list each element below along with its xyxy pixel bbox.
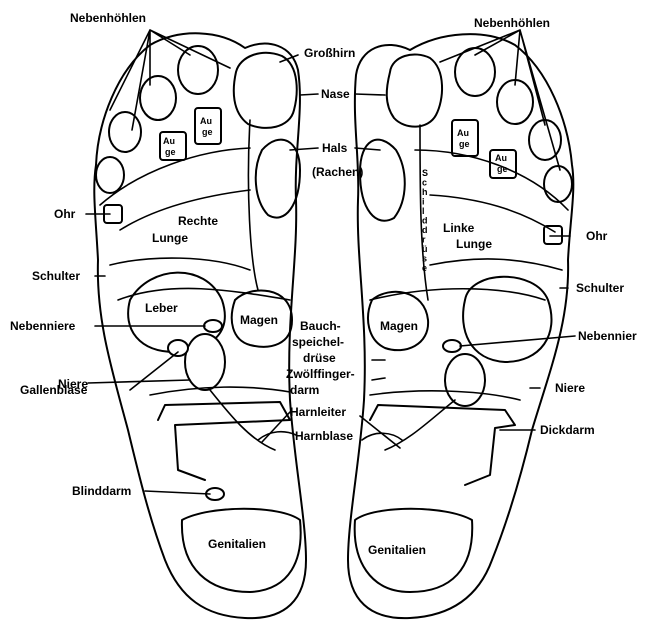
label-genitalien-left: Genitalien xyxy=(208,537,266,551)
thyroid-letter: d xyxy=(422,216,428,226)
thyroid-letter: ü xyxy=(422,244,428,254)
label-schilddruese: Schilddrüse xyxy=(422,168,428,273)
right-adrenal xyxy=(443,340,461,352)
right-lung-bottom xyxy=(430,259,562,270)
label-lunge-left: Lunge xyxy=(152,231,188,245)
label-rechte: Rechte xyxy=(178,214,218,228)
thyroid-letter: d xyxy=(422,225,428,235)
label-nebenniere-right: Nebennier xyxy=(578,329,637,343)
label-lunge-right: Lunge xyxy=(456,237,492,251)
label-genitalien-right: Genitalien xyxy=(368,543,426,557)
label-rachen: (Rachen) xyxy=(312,165,363,179)
label-nebenniere-left: Nebenniere xyxy=(10,319,76,333)
label-nase: Nase xyxy=(321,87,350,101)
label-auge-right-2: Au xyxy=(495,153,507,163)
label-leber: Leber xyxy=(145,301,178,315)
label-grosshirn: Großhirn xyxy=(304,46,355,60)
left-colon xyxy=(150,387,290,395)
label-druese: drüse xyxy=(303,351,336,365)
label-ohr-left: Ohr xyxy=(54,207,76,221)
right-neck-oval xyxy=(360,140,405,221)
left-neck-oval xyxy=(256,140,300,218)
thyroid-letter: h xyxy=(422,187,428,197)
thyroid-letter: s xyxy=(422,254,427,264)
label-speichel: speichel- xyxy=(292,335,344,349)
left-toe-4 xyxy=(109,112,141,152)
thyroid-letter: c xyxy=(422,178,427,188)
label-nebenhoehlen-right: Nebenhöhlen xyxy=(474,16,550,30)
label-auge-right-2b: ge xyxy=(497,164,508,174)
label-niere-right: Niere xyxy=(555,381,585,395)
label-harnleiter: Harnleiter xyxy=(290,405,346,419)
thyroid-letter: S xyxy=(422,168,428,178)
left-inner-column xyxy=(248,120,258,290)
thyroid-letter: e xyxy=(422,263,427,273)
label-darm: darm xyxy=(290,383,319,397)
left-lung-bottom xyxy=(110,258,250,270)
right-big-toe xyxy=(387,54,442,126)
label-bauch: Bauch- xyxy=(300,319,341,333)
right-kidney xyxy=(445,354,485,406)
left-kidney xyxy=(185,334,225,390)
label-magen-right: Magen xyxy=(380,319,418,333)
label-schulter-left: Schulter xyxy=(32,269,80,283)
thyroid-letter: r xyxy=(422,235,426,245)
label-dickdarm: Dickdarm xyxy=(540,423,595,437)
left-intestine-frame xyxy=(158,402,290,480)
label-auge-left-2b: ge xyxy=(202,127,213,137)
label-gallenblase: Gallenblase xyxy=(20,383,88,397)
labels: Nebenhöhlen Nebenhöhlen Großhirn Nase Ha… xyxy=(10,11,637,557)
left-ureter xyxy=(210,390,275,450)
label-auge-left-2: Au xyxy=(200,116,212,126)
right-diaphragm xyxy=(370,289,545,300)
thyroid-letter: l xyxy=(422,206,425,216)
label-schulter-right: Schulter xyxy=(576,281,624,295)
label-auge-left-1b: ge xyxy=(165,147,176,157)
label-linke: Linke xyxy=(443,221,475,235)
left-toe-3 xyxy=(140,76,176,120)
left-bladder-line xyxy=(258,432,296,440)
gallbladder-zone xyxy=(168,340,188,356)
label-auge-right-1: Au xyxy=(457,128,469,138)
label-hals: Hals xyxy=(322,141,348,155)
left-big-toe xyxy=(234,53,297,128)
right-ear-zone xyxy=(544,226,562,244)
label-magen-left: Magen xyxy=(240,313,278,327)
label-blinddarm: Blinddarm xyxy=(72,484,131,498)
label-harnblase: Harnblase xyxy=(295,429,353,443)
right-colon xyxy=(370,391,520,400)
right-toe-5 xyxy=(544,166,572,202)
right-toe-3 xyxy=(497,80,533,124)
thyroid-letter: i xyxy=(422,197,425,207)
left-toe-5 xyxy=(96,157,124,193)
label-nebenhoehlen-left: Nebenhöhlen xyxy=(70,11,146,25)
left-adrenal xyxy=(204,320,222,332)
label-auge-right-1b: ge xyxy=(459,139,470,149)
right-eye-zone-1 xyxy=(452,120,478,156)
left-eye-zone-2 xyxy=(195,108,221,144)
label-auge-left-1: Au xyxy=(163,136,175,146)
right-intestine-frame xyxy=(370,405,515,485)
label-zwoelffinger: Zwölffinger- xyxy=(286,367,355,381)
label-ohr-right: Ohr xyxy=(586,229,608,243)
